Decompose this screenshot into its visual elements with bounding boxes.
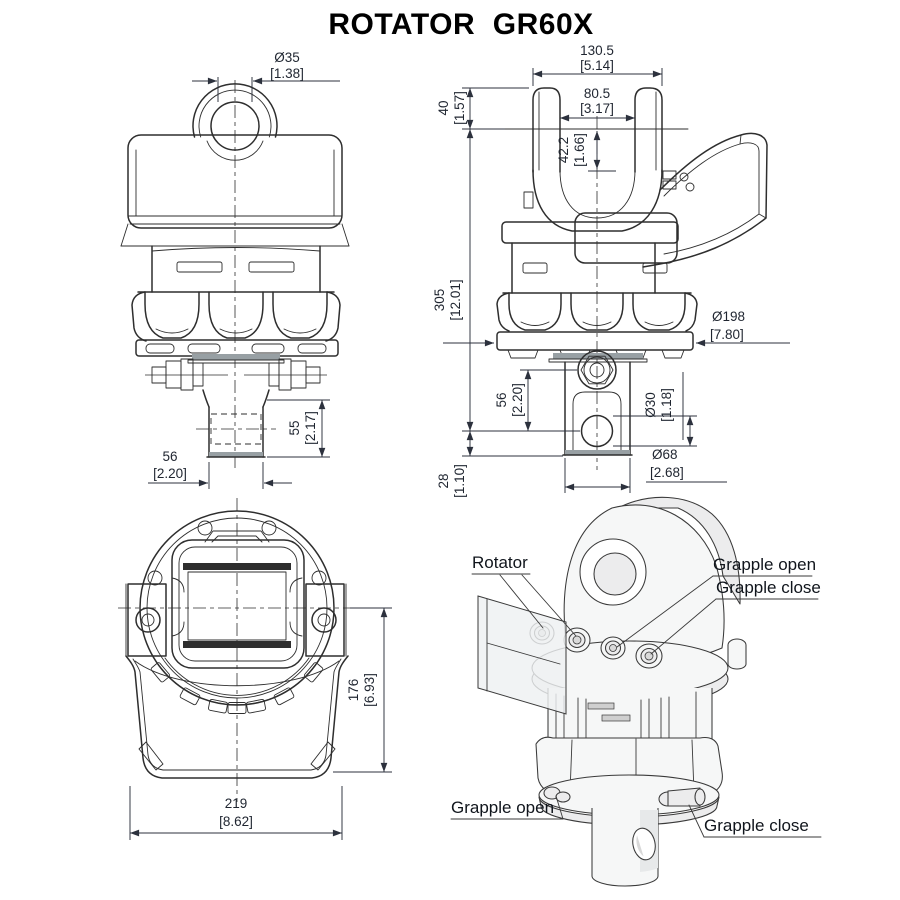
dim-text: [1.57] [452,91,467,125]
stem-end-band [565,450,630,455]
bearing-band [183,563,291,570]
dim-text: 176 [346,679,361,702]
dim-side-flange-dia: Ø198 [7.80] [443,309,790,347]
side-view: 130.5 [5.14] 80.5 [3.17] 40 [1.57] 42.2 … [432,43,790,498]
grease-fitting-cluster [662,170,695,192]
dim-text: 42.2 [556,137,571,163]
dim-side-overall-height: 305 [12.01] [432,129,580,432]
dim-text: 80.5 [584,86,610,101]
plan-view: 176 [6.93] 219 [8.62] [118,498,392,840]
hose-guard [642,132,768,268]
dim-front-stem-height: 55 [2.17] [267,399,330,458]
dim-text: Ø30 [643,392,658,418]
label-grapple-close-top: Grapple close [716,578,821,597]
dim-text: [12.01] [448,279,463,320]
dim-text: 130.5 [580,43,614,58]
hex-port-fitting [577,350,617,390]
iso-labels: Rotator Grapple open Grapple close Grapp… [450,553,822,838]
dim-text: [3.17] [580,101,614,116]
dim-side-hole-to-end: 28 [1.10] [436,431,563,498]
dim-text: Ø198 [712,309,745,324]
dim-text: [2.20] [510,383,525,417]
bearing-band [183,641,291,648]
dim-text: [7.80] [710,327,744,342]
label-grapple-open-top: Grapple open [713,555,816,574]
front-view: Ø35 [1.38] 56 [2.20] 55 [2.17] [120,50,350,489]
dim-text: [1.38] [270,66,304,81]
dim-text: [8.62] [219,814,253,829]
dim-side-stem-dia: Ø68 [2.68] [564,447,727,493]
dim-text: 56 [162,449,177,464]
label-grapple-close-bottom: Grapple close [704,816,809,835]
page-title: ROTATOR GR60X [328,8,594,41]
dim-side-top-to-pin: 40 [1.57] [436,87,529,130]
dim-text: [5.14] [580,58,614,73]
dim-text: 56 [494,392,509,407]
iso-view: Rotator Grapple open Grapple close Grapp… [450,496,822,887]
seal-washer [192,354,280,360]
dim-text: [2.20] [153,466,187,481]
dim-text: 55 [287,420,302,435]
dim-text: [6.93] [362,673,377,707]
dim-side-jaw-opening: 80.5 [3.17] [560,86,635,122]
dim-text: [2.17] [303,411,318,445]
dim-front-eye-bore: Ø35 [1.38] [192,50,340,102]
dim-front-stem-width: 56 [2.20] [148,449,292,489]
dim-text: 305 [432,289,447,312]
front-fittings [145,358,327,391]
dim-text: Ø68 [652,447,678,462]
dim-side-hole-dia: Ø30 [1.18] [613,372,697,447]
dim-text: Ø35 [274,50,300,65]
dim-text: 219 [225,796,248,811]
dim-side-pin-depth: 42.2 [1.66] [556,131,616,172]
clevis-back-plate [617,496,741,605]
dim-text: [2.68] [650,465,684,480]
dim-text: [1.18] [659,388,674,422]
bearing-segments [150,662,324,714]
dim-plan-overall-width: 219 [8.62] [129,786,343,840]
dim-text: 40 [436,100,451,115]
dim-plan-center-to-bottom: 176 [6.93] [333,607,392,773]
iso-guard [477,595,567,715]
label-rotator: Rotator [472,553,528,572]
dim-side-overall-width: 130.5 [5.14] [532,43,663,86]
dim-text: 28 [436,473,451,488]
dim-text: [1.66] [572,133,587,167]
dim-side-port-to-hole: 56 [2.20] [494,369,577,431]
stem-end-band [209,452,263,457]
label-grapple-open-bottom: Grapple open [451,798,554,817]
dim-text: [1.10] [452,464,467,498]
